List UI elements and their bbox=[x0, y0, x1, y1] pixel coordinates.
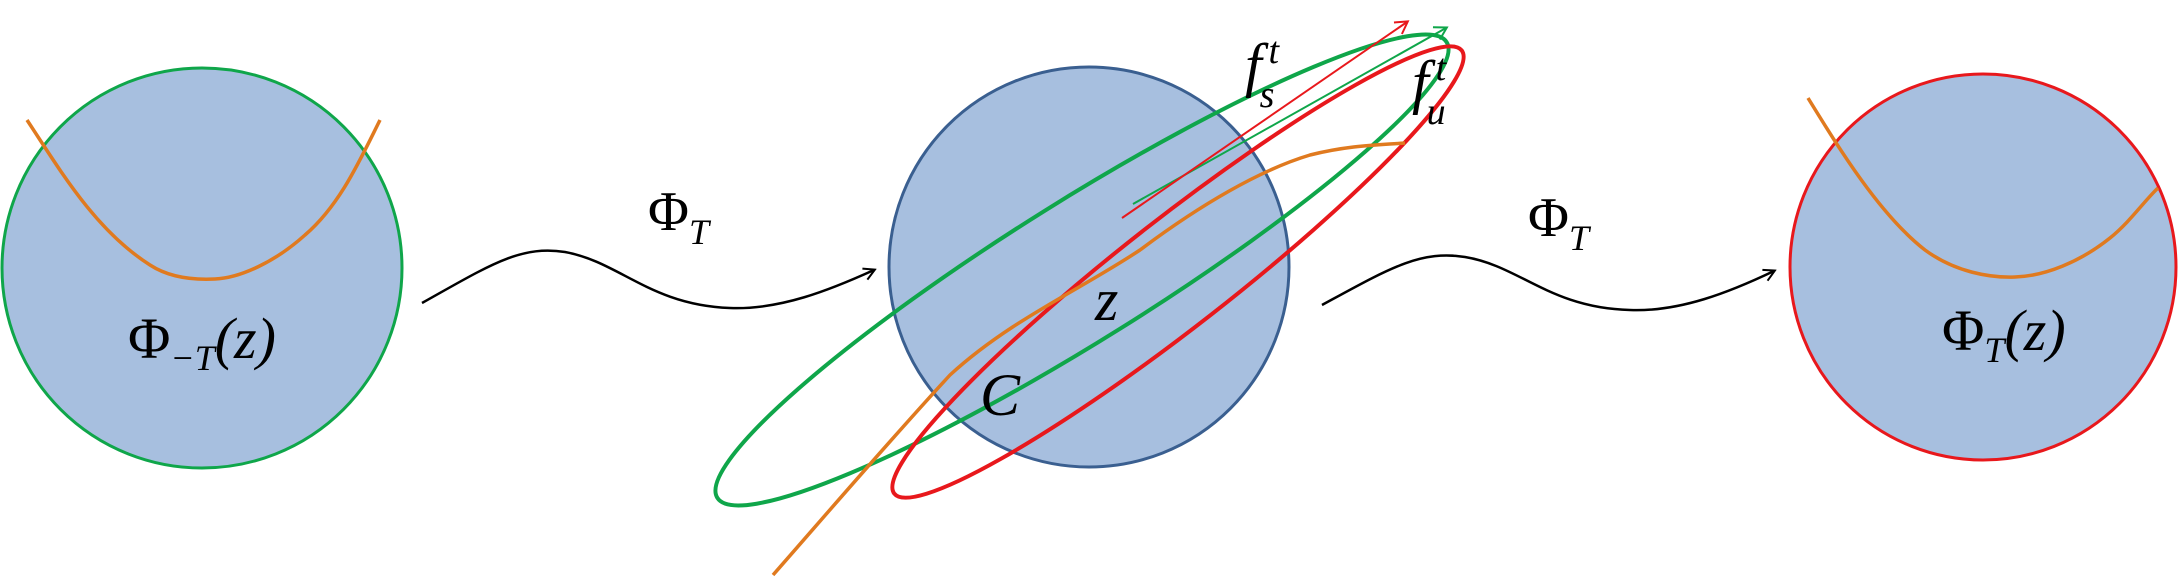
left-disk bbox=[0, 66, 404, 470]
fu-label: fut bbox=[1412, 47, 1448, 133]
right-disk-label: ΦT(z) bbox=[1942, 298, 2066, 370]
green-ellipse bbox=[713, 32, 1451, 508]
center-curve bbox=[771, 141, 1406, 577]
left-map-sub: T bbox=[689, 212, 712, 252]
left-arg: (z) bbox=[215, 306, 276, 371]
right-map: ΦT bbox=[1321, 187, 1774, 312]
left-disk-group: Φ−T(z) bbox=[0, 66, 404, 470]
right-curve bbox=[1806, 97, 2160, 279]
z-label: z bbox=[1094, 267, 1118, 333]
left-map-phi: Φ bbox=[648, 181, 689, 243]
center-disk bbox=[887, 65, 1291, 469]
right-map-sub: T bbox=[1569, 218, 1592, 258]
c-label: C bbox=[980, 362, 1021, 428]
fs-sub: s bbox=[1260, 74, 1275, 116]
left-disk-label: Φ−T(z) bbox=[128, 306, 276, 378]
right-phi: Φ bbox=[1942, 298, 1984, 363]
right-map-phi: Φ bbox=[1528, 187, 1569, 249]
right-map-label: ΦT bbox=[1528, 187, 1592, 258]
fs-label: fst bbox=[1245, 30, 1280, 116]
left-phi: Φ bbox=[128, 306, 170, 371]
right-map-arrow bbox=[1321, 254, 1774, 312]
fu-sup: t bbox=[1436, 47, 1448, 89]
left-map: ΦT bbox=[421, 181, 874, 310]
red-vector bbox=[1121, 20, 1410, 219]
red-ellipse bbox=[890, 44, 1466, 500]
left-map-arrow bbox=[421, 249, 874, 310]
left-sub: −T bbox=[170, 338, 217, 378]
right-sub: T bbox=[1984, 330, 2007, 370]
right-arg: (z) bbox=[2004, 298, 2065, 363]
fu-sub: u bbox=[1427, 91, 1446, 133]
right-disk bbox=[1788, 72, 2178, 462]
left-map-label: ΦT bbox=[648, 181, 712, 252]
right-disk-group: ΦT(z) bbox=[1788, 72, 2178, 462]
center-disk-group: z C fst fut bbox=[713, 20, 1466, 577]
fs-sup: t bbox=[1268, 30, 1280, 72]
left-curve bbox=[25, 119, 382, 281]
